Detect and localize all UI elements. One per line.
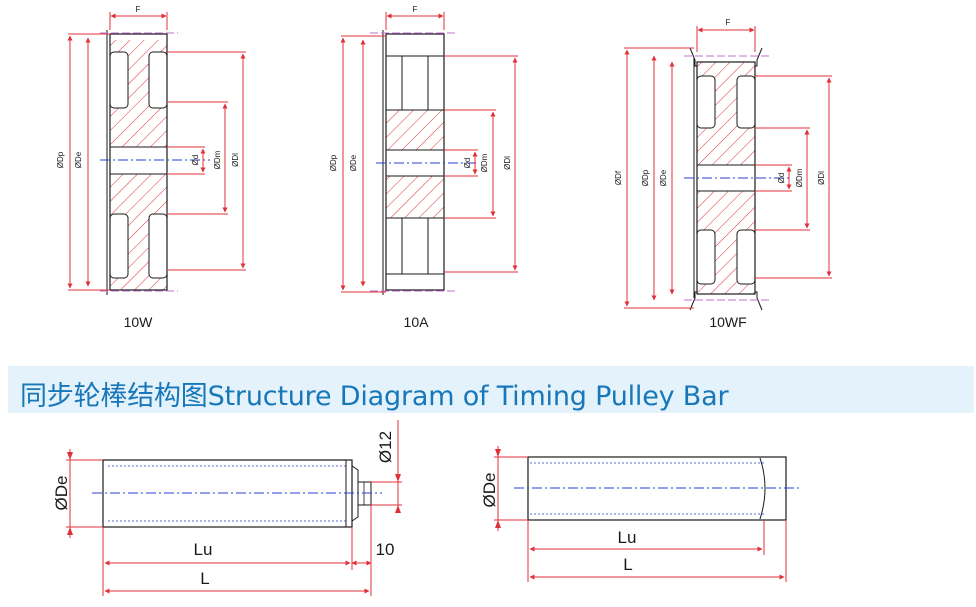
pulley-caption: 10WF [709, 314, 746, 330]
pulley-caption: 10A [404, 314, 430, 330]
bar-useful-length-label: Lu [194, 540, 213, 559]
dim-label: ØDl [817, 171, 826, 185]
dim-label: ØDm [213, 150, 222, 169]
dim-label: ØDp [641, 169, 650, 186]
face-width-label: F [413, 5, 418, 14]
pulley-10wf: F ØDf ØDp ØDe Ød ØDm ØDl 10WF [614, 18, 832, 330]
dim-label: ØDl [503, 156, 512, 170]
bar-diameter-label: ØDe [480, 473, 499, 508]
face-width-label: F [136, 5, 141, 14]
dim-label: ØDf [614, 170, 623, 185]
shaft-diameter-label: Ø12 [376, 431, 395, 463]
dim-label: ØDl [231, 153, 240, 167]
bar-total-length-label: L [200, 569, 209, 588]
dim-label: Ød [777, 173, 786, 184]
bar-useful-length-label: Lu [618, 528, 637, 547]
section-title: 同步轮棒结构图Structure Diagram of Timing Pulle… [20, 381, 729, 412]
pulley-caption: 10W [124, 314, 154, 330]
shaft-length-label: 10 [376, 540, 395, 559]
dim-label: ØDe [349, 154, 358, 171]
dim-label: ØDm [795, 168, 804, 187]
bar-with-shaft: ØDe Ø12 Lu 10 L [52, 420, 402, 596]
dim-label: Ød [191, 155, 200, 166]
dim-label: Ød [463, 158, 472, 169]
bar-diameter-label: ØDe [52, 476, 71, 511]
bar-plain: ØDe Lu L [480, 446, 800, 582]
bar-total-length-label: L [623, 555, 632, 574]
dim-label: ØDe [74, 151, 83, 168]
dim-label: ØDe [659, 169, 668, 186]
dim-label: ØDm [480, 153, 489, 172]
pulley-10a: F ØDp ØDe Ød ØDm ØDl 10A [329, 5, 518, 330]
face-width-label: F [726, 18, 731, 27]
dim-label: ØDp [56, 151, 65, 168]
section-banner: 同步轮棒结构图Structure Diagram of Timing Pulle… [8, 366, 974, 413]
pulley-10w: F ØDp ØDe Ød ØDm ØDl 10W [56, 5, 246, 330]
dim-label: ØDp [329, 154, 338, 171]
